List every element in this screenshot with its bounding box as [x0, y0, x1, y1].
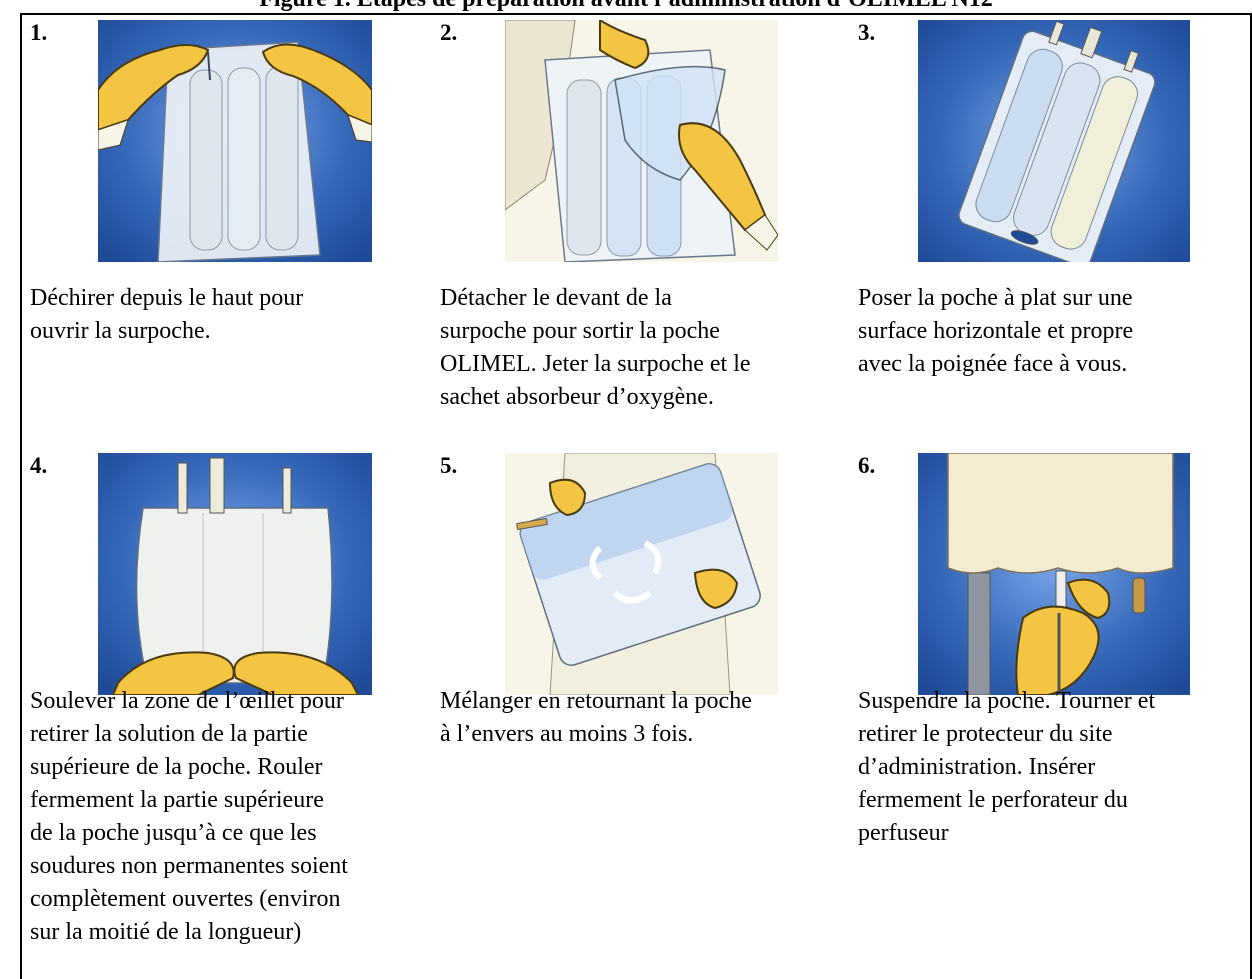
step-caption: Déchirer depuis le haut pour ouvrir la s… [30, 282, 303, 348]
step-number: 5. [440, 453, 457, 479]
step-number: 1. [30, 20, 47, 46]
illustration-tear-overpouch [98, 20, 372, 262]
figure-title: Figure 1. Étapes de préparation avant l’… [0, 0, 1252, 11]
step-caption: Mélanger en retournant la poche à l’enve… [440, 685, 752, 751]
step-caption: Détacher le devant de la surpoche pour s… [440, 282, 751, 414]
step-caption: Suspendre la poche. Tourner et retirer l… [858, 685, 1155, 850]
step-number: 6. [858, 453, 875, 479]
illustration-mix-bag [505, 453, 778, 695]
step-caption: Soulever la zone de l’œillet pour retire… [30, 685, 348, 949]
illustration-bag-flat [918, 20, 1190, 262]
step-number: 2. [440, 20, 457, 46]
step-caption: Poser la poche à plat sur une surface ho… [858, 282, 1133, 381]
illustration-roll-bag [98, 453, 372, 695]
illustration-hang-bag [918, 453, 1190, 695]
illustration-remove-overpouch [505, 20, 778, 262]
step-number: 4. [30, 453, 47, 479]
step-number: 3. [858, 20, 875, 46]
